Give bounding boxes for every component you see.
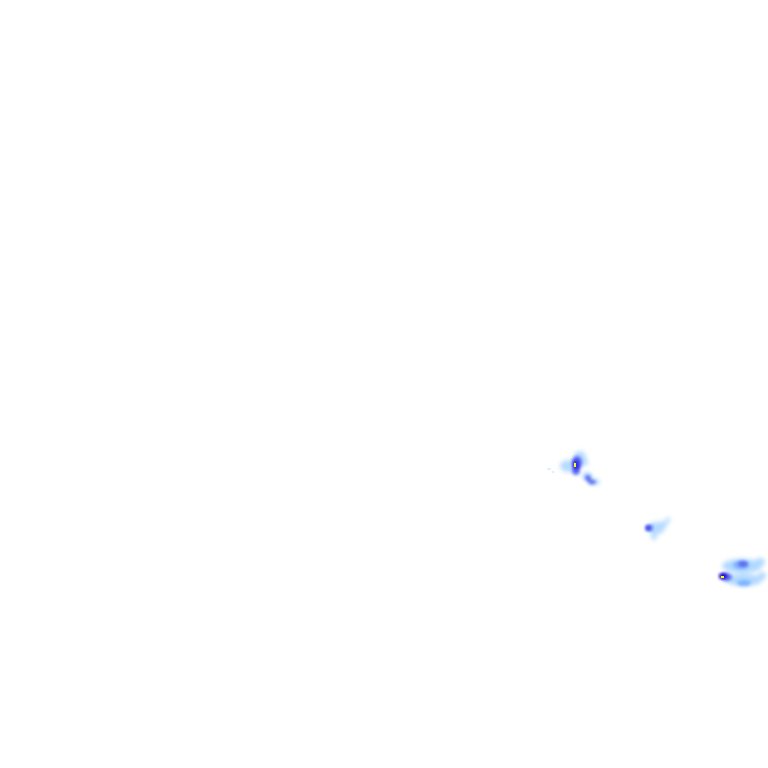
echo-cell-middle <box>645 517 670 540</box>
echo-core-east <box>721 576 724 578</box>
echo-cell-north <box>547 451 600 485</box>
echo-core-north <box>574 463 576 467</box>
echo-cell-east <box>719 558 766 586</box>
